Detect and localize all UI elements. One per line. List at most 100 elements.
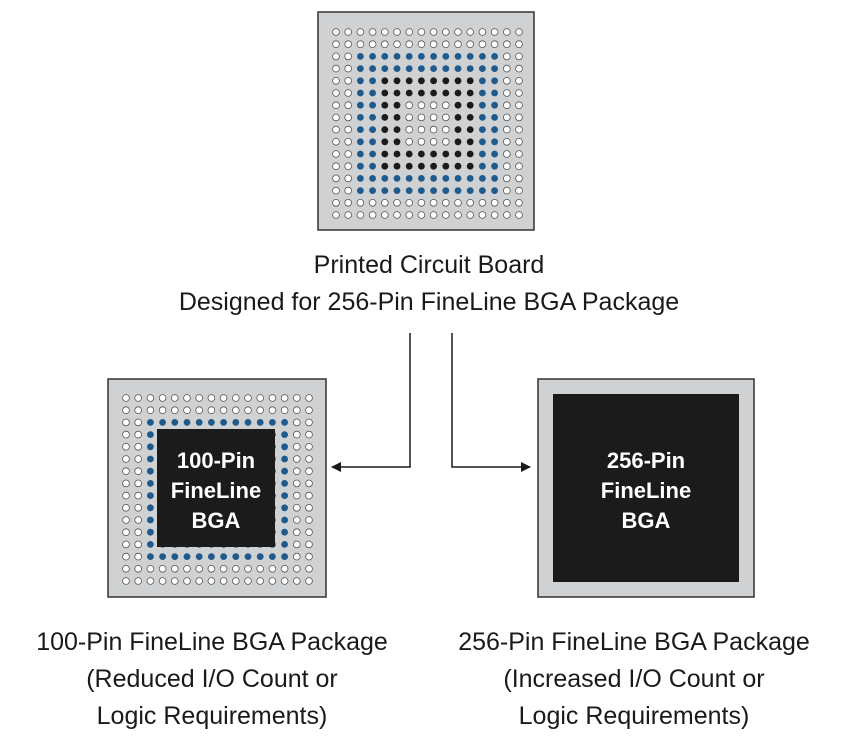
bga-pad bbox=[122, 552, 130, 561]
bga-pad bbox=[393, 187, 401, 195]
bga-pad bbox=[134, 430, 143, 439]
bga-pad bbox=[479, 162, 486, 170]
bga-pad bbox=[430, 150, 437, 158]
bga-pad bbox=[146, 577, 155, 585]
bga-pad bbox=[219, 577, 228, 585]
bga-pad bbox=[393, 175, 401, 182]
package-256-caption: 256-Pin FineLine BGA Package (Increased … bbox=[434, 624, 834, 735]
bga-pad bbox=[147, 516, 154, 524]
bga-pad bbox=[515, 113, 523, 122]
bga-pad bbox=[393, 89, 401, 97]
bga-pad bbox=[466, 175, 474, 182]
bga-pad bbox=[122, 418, 130, 427]
bga-pad bbox=[405, 53, 413, 60]
bga-pad bbox=[393, 53, 401, 60]
bga-pad bbox=[147, 467, 154, 475]
bga-pad bbox=[305, 552, 313, 561]
bga-pad bbox=[122, 491, 130, 500]
bga-pad bbox=[147, 443, 154, 451]
package-100-caption: 100-Pin FineLine BGA Package (Reduced I/… bbox=[12, 624, 412, 735]
bga-pad bbox=[207, 394, 216, 402]
bga-pad bbox=[491, 162, 498, 170]
bga-pad bbox=[491, 150, 498, 158]
bga-pad bbox=[292, 564, 301, 573]
bga-pad bbox=[292, 516, 301, 524]
bga-pad bbox=[158, 406, 167, 415]
bga-pad bbox=[268, 564, 277, 573]
bga-pad bbox=[502, 52, 511, 61]
bga-pad bbox=[256, 553, 264, 560]
bga-pad bbox=[478, 40, 487, 48]
pcb-board bbox=[317, 11, 535, 231]
bga-pad bbox=[281, 516, 288, 524]
bga-pad bbox=[441, 28, 450, 36]
bga-pad bbox=[418, 175, 425, 182]
package-256-chip-label: 256-Pin FineLine BGA bbox=[553, 446, 739, 536]
bga-pad bbox=[393, 77, 401, 85]
bga-pad bbox=[502, 113, 511, 122]
bga-pad bbox=[292, 528, 301, 536]
bga-pad bbox=[158, 394, 167, 402]
package-256-caption-line2: (Increased I/O Count or bbox=[503, 665, 765, 693]
bga-pad bbox=[502, 150, 511, 158]
bga-pad bbox=[122, 442, 130, 451]
bga-pad bbox=[281, 504, 288, 512]
bga-pad bbox=[183, 577, 191, 585]
bga-pad bbox=[405, 101, 414, 109]
bga-pad bbox=[369, 65, 376, 72]
bga-pad bbox=[429, 113, 438, 122]
bga-pad bbox=[332, 138, 340, 146]
bga-pad bbox=[417, 101, 426, 109]
bga-pad bbox=[357, 53, 364, 60]
bga-pad bbox=[134, 577, 143, 585]
bga-pad bbox=[454, 126, 462, 133]
bga-pad bbox=[344, 89, 353, 97]
bga-pad bbox=[305, 418, 313, 427]
bga-pad bbox=[268, 406, 277, 415]
bga-pad bbox=[356, 28, 365, 36]
bga-pad bbox=[466, 126, 474, 133]
bga-pad bbox=[418, 162, 425, 170]
bga-pad bbox=[281, 541, 288, 548]
bga-pad bbox=[134, 491, 143, 500]
bga-pad bbox=[158, 577, 167, 585]
bga-pad bbox=[280, 577, 289, 585]
package-100-diagram bbox=[107, 378, 327, 598]
bga-pad bbox=[466, 138, 474, 146]
bga-pad bbox=[417, 211, 426, 219]
bga-pad bbox=[515, 199, 523, 207]
bga-pad bbox=[244, 394, 252, 402]
bga-pad bbox=[281, 553, 288, 560]
bga-pad bbox=[430, 89, 437, 97]
package-100-caption-line2: (Reduced I/O Count or bbox=[86, 665, 338, 693]
bga-pad bbox=[344, 150, 353, 158]
bga-pad bbox=[147, 504, 154, 512]
bga-pad bbox=[244, 419, 252, 426]
bga-pad bbox=[429, 40, 438, 48]
bga-pad bbox=[195, 577, 204, 585]
bga-pad bbox=[479, 150, 486, 158]
bga-pad bbox=[502, 64, 511, 73]
bga-pad bbox=[207, 564, 216, 573]
bga-pad bbox=[430, 53, 437, 60]
bga-pad bbox=[256, 564, 265, 573]
bga-pad bbox=[417, 40, 426, 48]
bga-pad bbox=[134, 467, 143, 476]
bga-pad bbox=[369, 114, 376, 121]
bga-pad bbox=[183, 406, 191, 415]
bga-pad bbox=[405, 199, 414, 207]
bga-pad bbox=[454, 211, 462, 219]
bga-pad bbox=[134, 564, 143, 573]
bga-pad bbox=[502, 211, 511, 219]
bga-pad bbox=[381, 126, 389, 133]
bga-pad bbox=[332, 40, 340, 48]
bga-pad bbox=[478, 211, 487, 219]
bga-pad bbox=[305, 540, 313, 549]
bga-pad bbox=[344, 113, 353, 122]
bga-pad bbox=[344, 64, 353, 73]
bga-pad bbox=[232, 577, 240, 585]
bga-pad bbox=[502, 199, 511, 207]
bga-pad bbox=[369, 126, 376, 133]
bga-pad bbox=[281, 431, 288, 438]
bga-pad bbox=[292, 418, 301, 427]
